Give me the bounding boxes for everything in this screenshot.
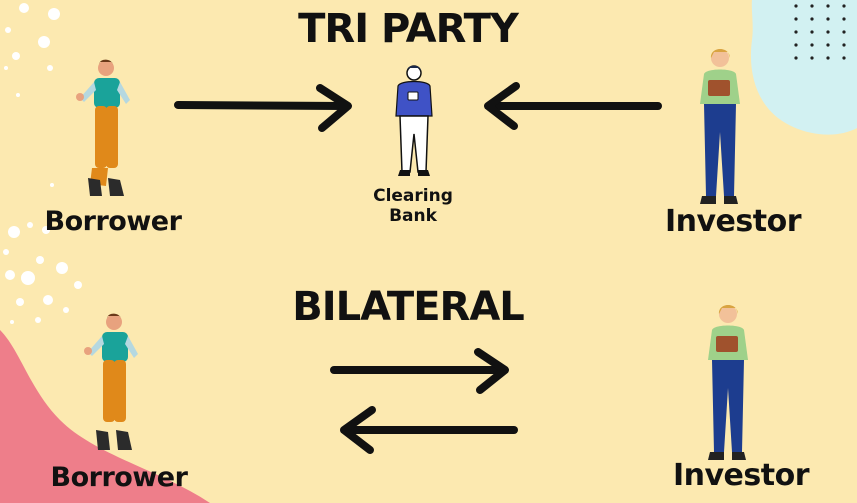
clearing-bank-label: Clearing Bank: [353, 186, 473, 226]
bilateral-borrower-label: Borrower: [50, 462, 188, 493]
investor-figure-bottom: [708, 305, 748, 460]
tri-party-investor-label: Investor: [664, 204, 802, 239]
borrower-figure-bottom: [84, 313, 138, 450]
arrow-borrower-to-bank: [174, 84, 352, 132]
tri-party-borrower-label: Borrower: [44, 206, 182, 237]
investor-figure-top: [700, 49, 740, 204]
white-dots: [3, 3, 82, 324]
clearing-bank-figure: [395, 65, 433, 176]
pink-blob: [0, 330, 210, 503]
arrow-investor-to-bank: [484, 82, 662, 130]
tri-party-title: TRI PARTY: [298, 6, 519, 52]
dot-grid: [794, 4, 846, 60]
arrow-investor-to-borrower: [340, 406, 518, 454]
bilateral-investor-label: Investor: [672, 458, 810, 493]
clearing-bank-label-line2: Bank: [389, 206, 437, 226]
bilateral-title: BILATERAL: [292, 284, 525, 330]
arrow-borrower-to-investor: [330, 348, 509, 394]
cyan-blob: [750, 0, 857, 135]
borrower-figure-top: [76, 59, 130, 196]
clearing-bank-label-line1: Clearing: [373, 186, 453, 206]
